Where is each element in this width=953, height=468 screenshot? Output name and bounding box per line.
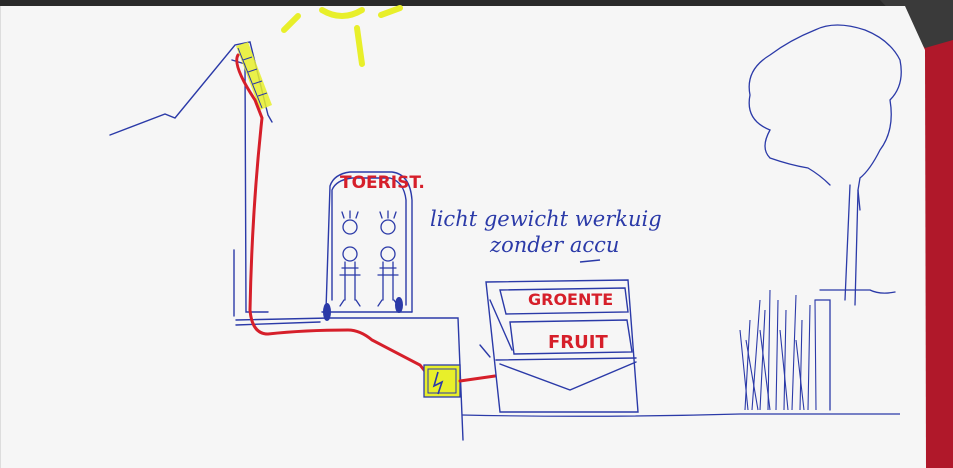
label-toerist: TOERIST. — [340, 173, 425, 193]
note-line-1: licht gewicht werkuig — [430, 207, 662, 231]
label-groente: GROENTE — [528, 290, 613, 309]
note-line-2: zonder accu — [489, 233, 619, 257]
battery-icon — [424, 365, 460, 397]
label-fruit: FRUIT — [548, 332, 608, 353]
